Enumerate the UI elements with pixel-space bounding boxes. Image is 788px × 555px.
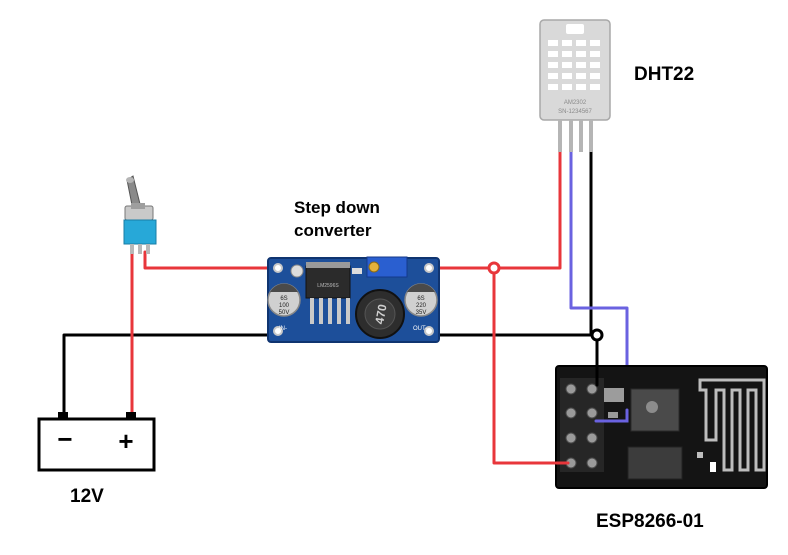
wire-dht-ground: [589, 148, 599, 387]
converter-out-label: OUT-: [413, 326, 427, 332]
regulator-leg-4: [337, 298, 341, 324]
inductor-marking: 470: [372, 303, 389, 325]
converter-label-line1: Step down: [294, 198, 380, 217]
switch-pin-mid: [138, 244, 142, 254]
converter-hole-bl: [273, 326, 283, 336]
junction-black: [590, 328, 604, 342]
regulator-tab: [306, 262, 350, 268]
capacitor-left-line3: 50V: [279, 310, 290, 316]
capacitor-right-stripe: [407, 283, 435, 292]
switch-pin-left: [130, 244, 134, 254]
wire-ground-main: [62, 333, 599, 417]
converter-label-line2: converter: [294, 221, 372, 240]
regulator-marking: LM2596S: [317, 283, 339, 289]
esp-wire-overlays: [554, 364, 629, 465]
switch-bushing: [131, 203, 145, 209]
esp-led-2: [697, 452, 703, 458]
dht22-label: DHT22: [634, 64, 695, 85]
battery-plus-sign: +: [118, 426, 133, 456]
regulator-leg-1: [310, 298, 314, 324]
sensor-pin-3: [579, 120, 583, 152]
switch-pin-right: [146, 244, 150, 254]
antenna-trace-icon: [698, 378, 766, 472]
regulator-leg-5: [346, 298, 350, 324]
sensor-pin-2: [569, 120, 573, 152]
battery-terminal-plus: [126, 412, 136, 420]
capacitor-right-line3: 35V: [416, 310, 427, 316]
capacitor-left-stripe: [270, 283, 298, 292]
battery-minus-sign: −: [57, 424, 72, 454]
converter-hole-tr: [424, 263, 434, 273]
wire-vcc-to-esp: [492, 266, 570, 465]
capacitor-right-line2: 220: [416, 303, 427, 309]
sensor-print-line2: SN-1234567: [558, 109, 592, 115]
capacitor-left-line1: 6S: [280, 296, 287, 302]
esp-label: ESP8266-01: [596, 511, 704, 532]
wire-switch-to-converter: [143, 250, 276, 270]
capacitor-right-line1: 6S: [417, 296, 424, 302]
dht22-sensor: AM2302 SN-1234567: [539, 19, 611, 152]
toggle-switch: [123, 175, 157, 254]
converter-in-label: IN-: [279, 326, 287, 332]
esp-crystal: [604, 388, 624, 402]
esp-chip-logo-icon: [646, 401, 658, 413]
converter-regulator-ic: [305, 265, 351, 299]
capacitor-left-line2: 100: [279, 303, 290, 309]
regulator-leg-3: [328, 298, 332, 324]
overlay-blue: [594, 408, 629, 423]
converter-hole-tl: [273, 263, 283, 273]
esp-flash-chip: [627, 446, 683, 480]
battery-label: 12V: [70, 486, 104, 507]
battery-body: [37, 417, 156, 472]
inductor-core: [364, 298, 396, 330]
battery: − +: [37, 412, 156, 472]
sensor-pin-4: [589, 120, 593, 152]
esp-header: [560, 378, 604, 472]
regulator-leg-2: [319, 298, 323, 324]
esp-led-1: [710, 462, 716, 472]
junction-red: [487, 261, 501, 275]
converter-small-cap-1: [290, 264, 304, 278]
converter-label: Step down converter: [294, 196, 380, 242]
sensor-vent-grid: [548, 40, 600, 90]
converter-diode: [352, 268, 362, 274]
sensor-top-notch: [566, 24, 584, 34]
step-down-converter: 6S 100 50V LM2596S 470 6S 220 35V IN- OU…: [267, 256, 440, 343]
switch-body: [123, 219, 157, 245]
esp-resistor: [608, 412, 618, 418]
converter-potentiometer: [366, 256, 408, 278]
battery-terminal-minus: [58, 412, 68, 420]
potentiometer-screw: [368, 261, 380, 273]
sensor-pin-1: [558, 120, 562, 152]
esp8266-module: [555, 365, 768, 489]
converter-hole-br: [424, 326, 434, 336]
switch-lever-tip: [126, 177, 134, 183]
wire-converter-to-dht: [435, 148, 562, 270]
sensor-print-line1: AM2302: [564, 100, 587, 106]
